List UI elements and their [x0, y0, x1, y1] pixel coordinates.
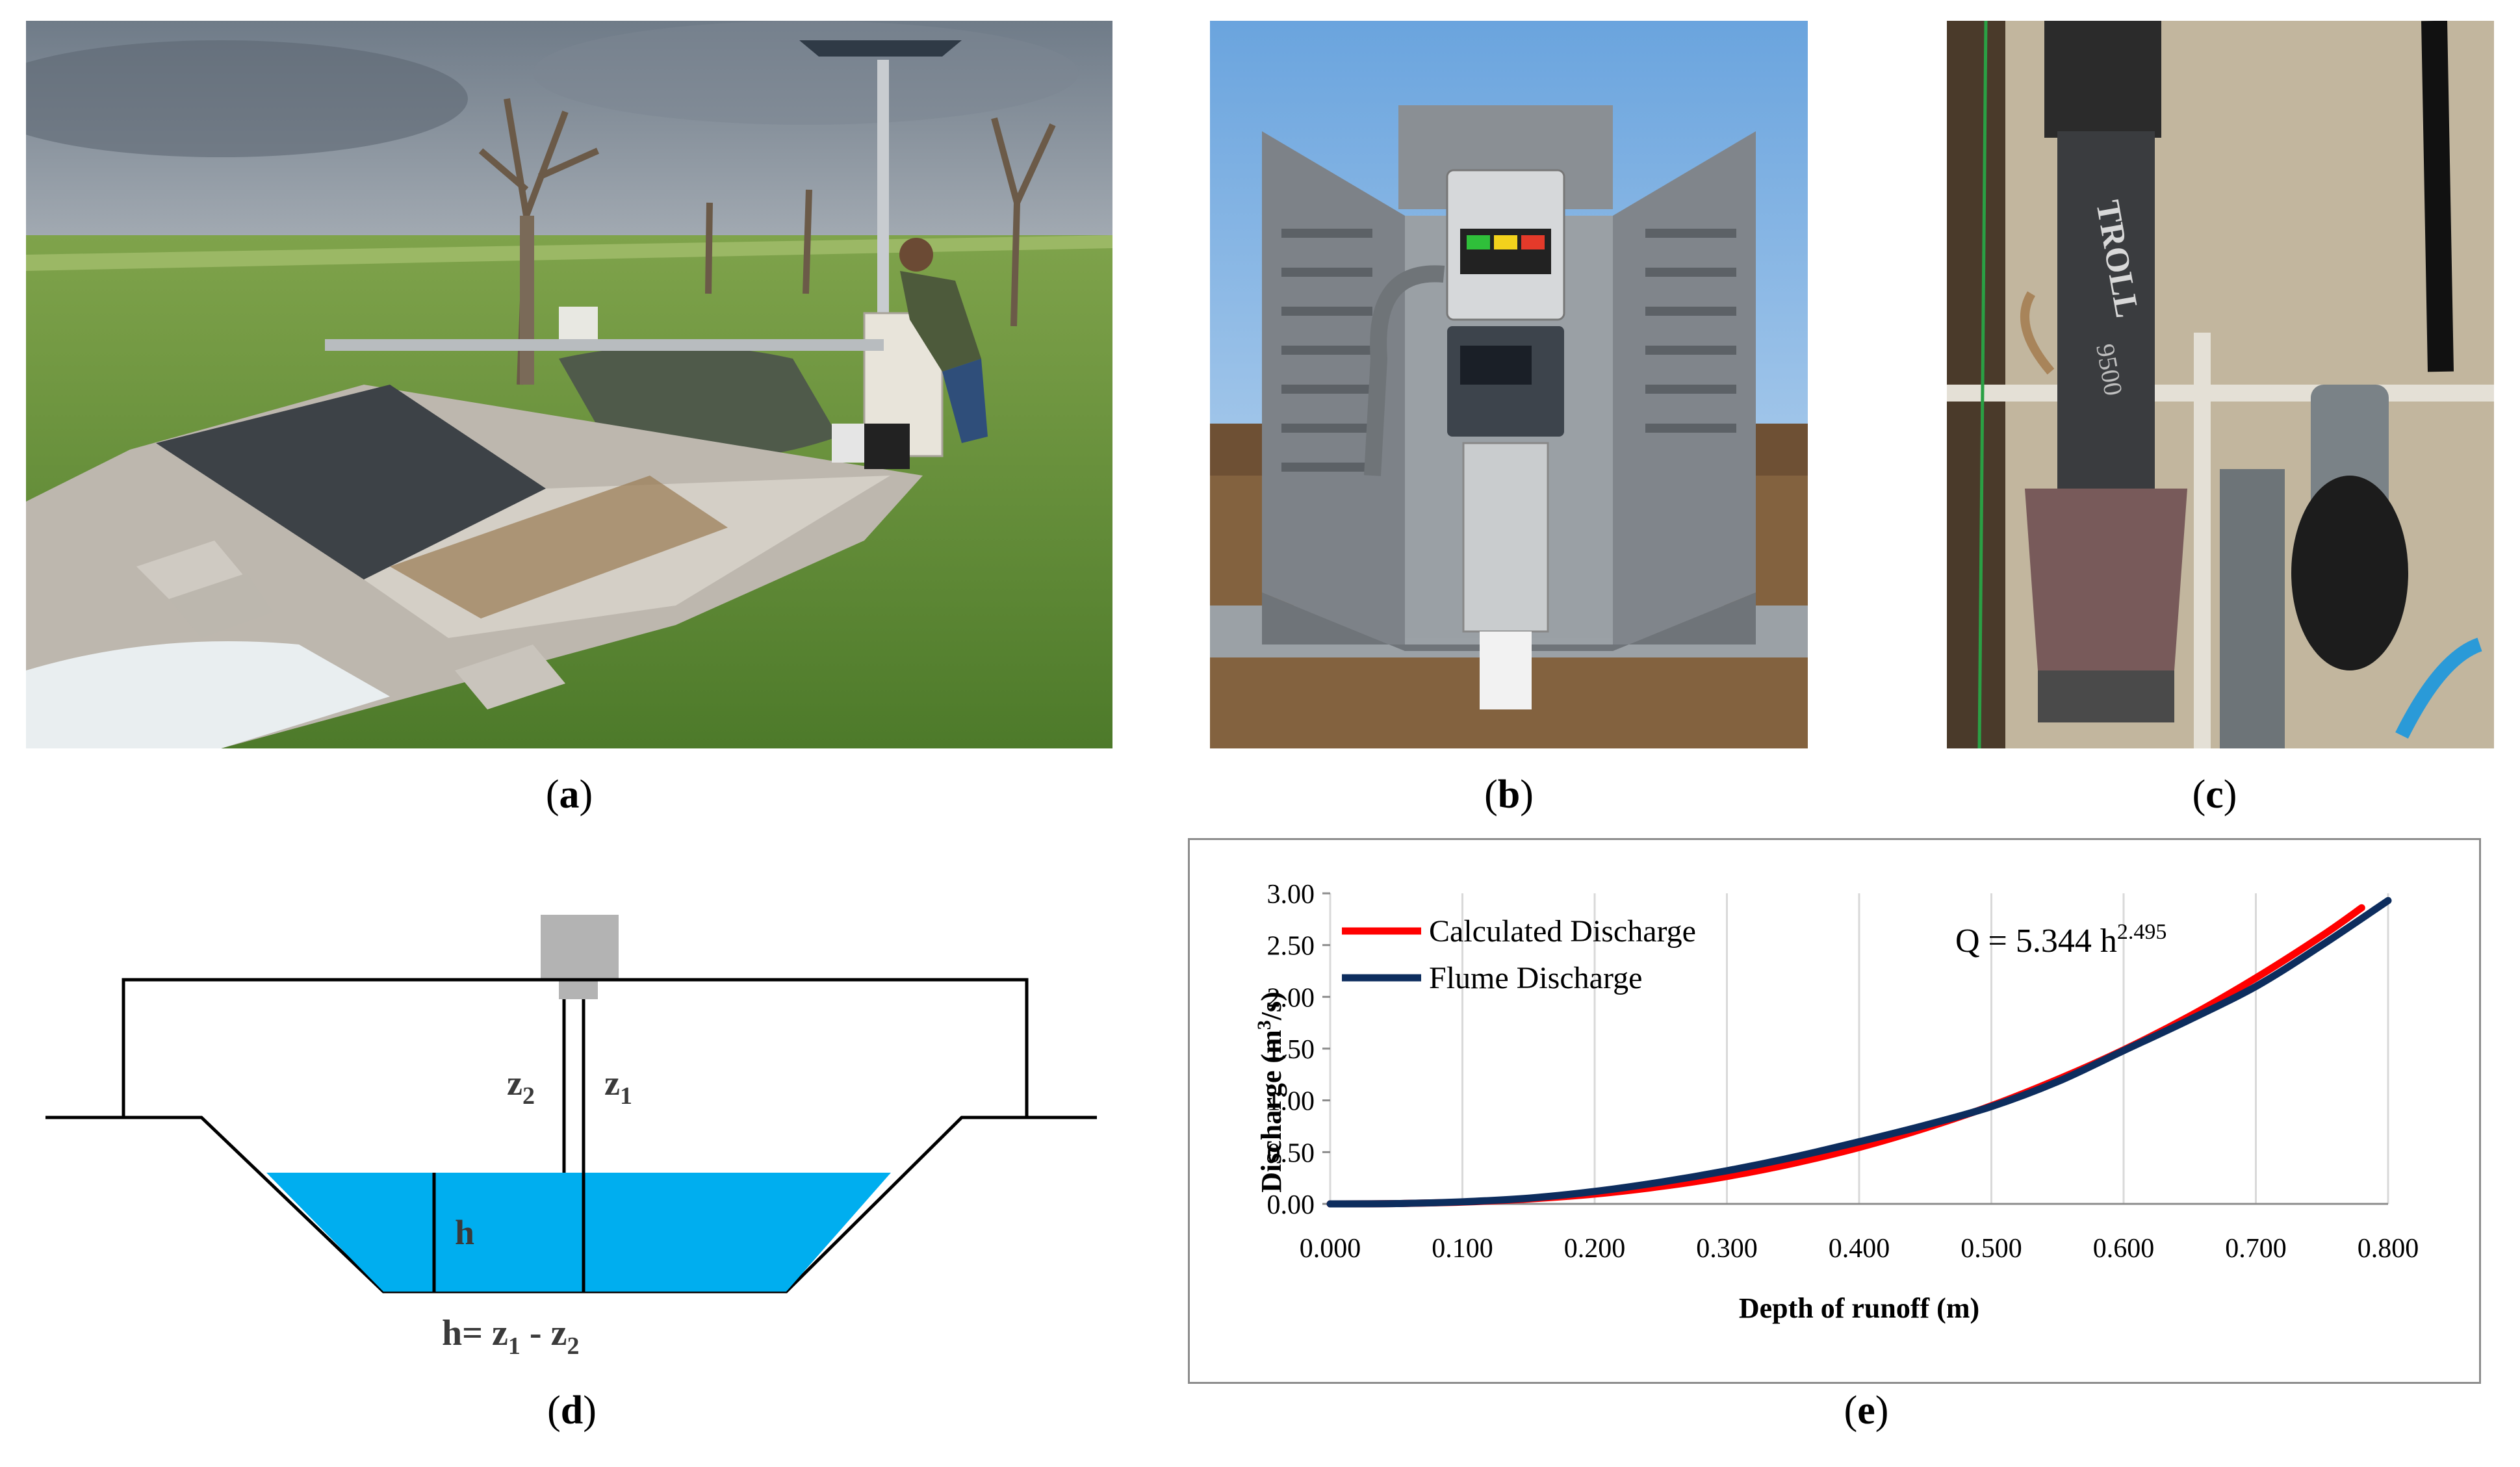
- photo-b-logger-box: [1210, 21, 1808, 748]
- photo-a-flume-site: [26, 21, 1112, 748]
- axis-layer: 0.000 0.100 0.200 0.300 0.400 0.500 0.600 0.700…: [1267, 880, 2419, 1264]
- x-tick-label: 0.500: [1961, 1234, 2022, 1264]
- x-tick-label: 0.400: [1829, 1234, 1890, 1264]
- caption-d: (d): [474, 1388, 669, 1433]
- y-tick-label: 1.00: [1267, 1087, 1315, 1117]
- caption-c: (c): [2117, 772, 2312, 817]
- caption-e-letter: e: [1857, 1388, 1875, 1433]
- sensor-head: [541, 915, 619, 980]
- caption-a-close: ): [579, 772, 593, 817]
- caption-d-open: (: [547, 1388, 561, 1433]
- photo-c-sensor: TROLL 9500: [1947, 21, 2494, 748]
- x-tick-label: 0.800: [2358, 1234, 2419, 1264]
- y-tick-label: 3.00: [1267, 880, 1315, 910]
- chart-e-rating-curve: 0.000 0.100 0.200 0.300 0.400 0.500 0.600 0.700…: [1188, 838, 2481, 1384]
- water-body: [266, 1173, 891, 1292]
- label-z2: z2: [507, 1064, 535, 1110]
- caption-d-close: ): [583, 1388, 597, 1433]
- caption-b: (b): [1411, 772, 1606, 817]
- x-tick-label: 0.600: [2093, 1234, 2155, 1264]
- caption-b-open: (: [1484, 772, 1498, 817]
- caption-b-close: ): [1520, 772, 1534, 817]
- caption-e: (e): [1769, 1388, 1964, 1433]
- series-layer: [1326, 897, 2392, 1208]
- formula-h: h= z1 - z2: [442, 1313, 579, 1360]
- y-tick-label: 2.50: [1267, 932, 1315, 962]
- caption-a-open: (: [545, 772, 559, 817]
- diagram-d-flume-cross-section: z2 z1 h h= z1 - z2: [39, 897, 1118, 1371]
- y-axis-label: Discharge (m3/s): [1254, 991, 1287, 1193]
- caption-a: (a): [472, 772, 667, 817]
- legend-label: Calculated Discharge: [1429, 914, 1696, 949]
- y-tick-label: 2.00: [1267, 983, 1315, 1013]
- caption-c-letter: c: [2205, 772, 2224, 817]
- chart-annotation-equation: Q = 5.344 h2.495: [1955, 920, 2166, 960]
- caption-d-letter: d: [560, 1388, 584, 1433]
- y-tick-label: 0.50: [1267, 1138, 1315, 1168]
- x-tick-label: 0.300: [1696, 1234, 1758, 1264]
- series-line-flume-discharge: [1326, 897, 2392, 1208]
- caption-e-open: (: [1844, 1388, 1858, 1433]
- y-tick-label: 0.00: [1267, 1190, 1315, 1220]
- bridge-frame: [122, 978, 1029, 1117]
- caption-b-letter: b: [1497, 772, 1521, 817]
- caption-a-letter: a: [559, 772, 580, 817]
- chart-svg: 0.000 0.100 0.200 0.300 0.400 0.500 0.600 0.700…: [1254, 880, 2419, 1324]
- y-tick-label: 1.50: [1267, 1035, 1315, 1065]
- x-tick-label: 0.700: [2225, 1234, 2287, 1264]
- photo-b-illustration: [1210, 21, 1808, 748]
- caption-c-close: ): [2223, 772, 2237, 817]
- flume-diagram: z2 z1 h h= z1 - z2: [45, 915, 1097, 1360]
- label-h: h: [455, 1213, 474, 1252]
- photo-a-illustration: [26, 21, 1112, 748]
- x-tick-label: 0.200: [1564, 1234, 1626, 1264]
- caption-e-close: ): [1875, 1388, 1889, 1433]
- series-line-calculated-discharge: [1326, 904, 2365, 1208]
- x-tick-label: 0.000: [1300, 1234, 1361, 1264]
- photo-c-illustration: TROLL 9500: [1947, 21, 2494, 748]
- label-z1: z1: [604, 1064, 632, 1110]
- legend-label: Flume Discharge: [1429, 961, 1642, 995]
- x-axis-label: Depth of runoff (m): [1739, 1292, 1979, 1324]
- x-tick-label: 0.100: [1432, 1234, 1493, 1264]
- caption-c-open: (: [2192, 772, 2206, 817]
